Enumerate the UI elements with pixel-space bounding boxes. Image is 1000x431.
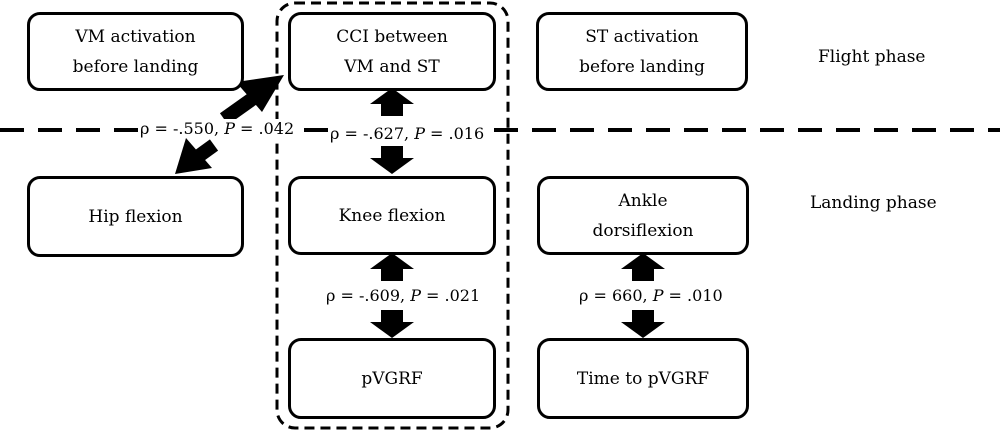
- hip-flexion-label: Hip flexion: [88, 206, 183, 227]
- knee-pvgrf-rho: ρ = -.609,: [326, 286, 411, 305]
- cci-hip-p-label: P: [224, 119, 235, 138]
- cci-knee-p-label: P: [414, 124, 425, 143]
- ankle-time-arrow: [621, 253, 665, 338]
- ankle-dorsiflexion-line-1: Ankle: [618, 190, 668, 211]
- pvgrf-label: pVGRF: [361, 368, 423, 389]
- cci-line-2: VM and ST: [344, 56, 440, 77]
- knee-flexion-box: Knee flexion: [288, 176, 496, 255]
- ankle-time-p-value: = .010: [663, 286, 723, 305]
- st-activation-line-1: ST activation: [585, 26, 699, 47]
- st-activation-box: ST activation before landing: [536, 12, 748, 91]
- st-activation-line-2: before landing: [579, 56, 705, 77]
- cci-hip-rho: ρ = -.550,: [140, 119, 225, 138]
- cci-hip-p-value: = .042: [234, 119, 295, 138]
- pvgrf-box: pVGRF: [288, 338, 496, 419]
- time-to-pvgrf-box: Time to pVGRF: [537, 338, 749, 419]
- cci-knee-correlation: ρ = -.627, P = .016: [328, 124, 487, 143]
- ankle-dorsiflexion-box: Ankle dorsiflexion: [537, 176, 749, 255]
- landing-phase-label: Landing phase: [810, 193, 937, 213]
- cci-box: CCI between VM and ST: [288, 12, 496, 91]
- ankle-time-rho: ρ = 660,: [579, 286, 653, 305]
- knee-pvgrf-p-label: P: [410, 286, 421, 305]
- cci-knee-rho: ρ = -.627,: [330, 124, 415, 143]
- cci-hip-correlation: ρ = -.550, P = .042: [138, 119, 297, 138]
- cci-knee-p-value: = .016: [424, 124, 485, 143]
- flight-phase-label: Flight phase: [818, 47, 926, 67]
- vm-activation-box: VM activation before landing: [27, 12, 244, 91]
- time-to-pvgrf-label: Time to pVGRF: [576, 368, 710, 389]
- ankle-time-p-label: P: [652, 286, 664, 305]
- ankle-time-correlation: ρ = 660, P = .010: [577, 286, 725, 305]
- knee-pvgrf-correlation: ρ = -.609, P = .021: [324, 286, 483, 305]
- knee-flexion-label: Knee flexion: [338, 205, 446, 226]
- vm-activation-line-2: before landing: [72, 56, 199, 77]
- cci-hip-arrow: [175, 75, 284, 174]
- knee-pvgrf-p-value: = .021: [420, 286, 481, 305]
- knee-group-dashed-outline: [275, 1, 510, 430]
- knee-pvgrf-arrow: [370, 253, 414, 338]
- vm-activation-line-1: VM activation: [75, 26, 196, 47]
- cci-knee-arrow: [370, 88, 414, 174]
- ankle-dorsiflexion-line-2: dorsiflexion: [592, 220, 694, 241]
- hip-flexion-box: Hip flexion: [27, 176, 244, 257]
- cci-line-1: CCI between: [336, 26, 448, 47]
